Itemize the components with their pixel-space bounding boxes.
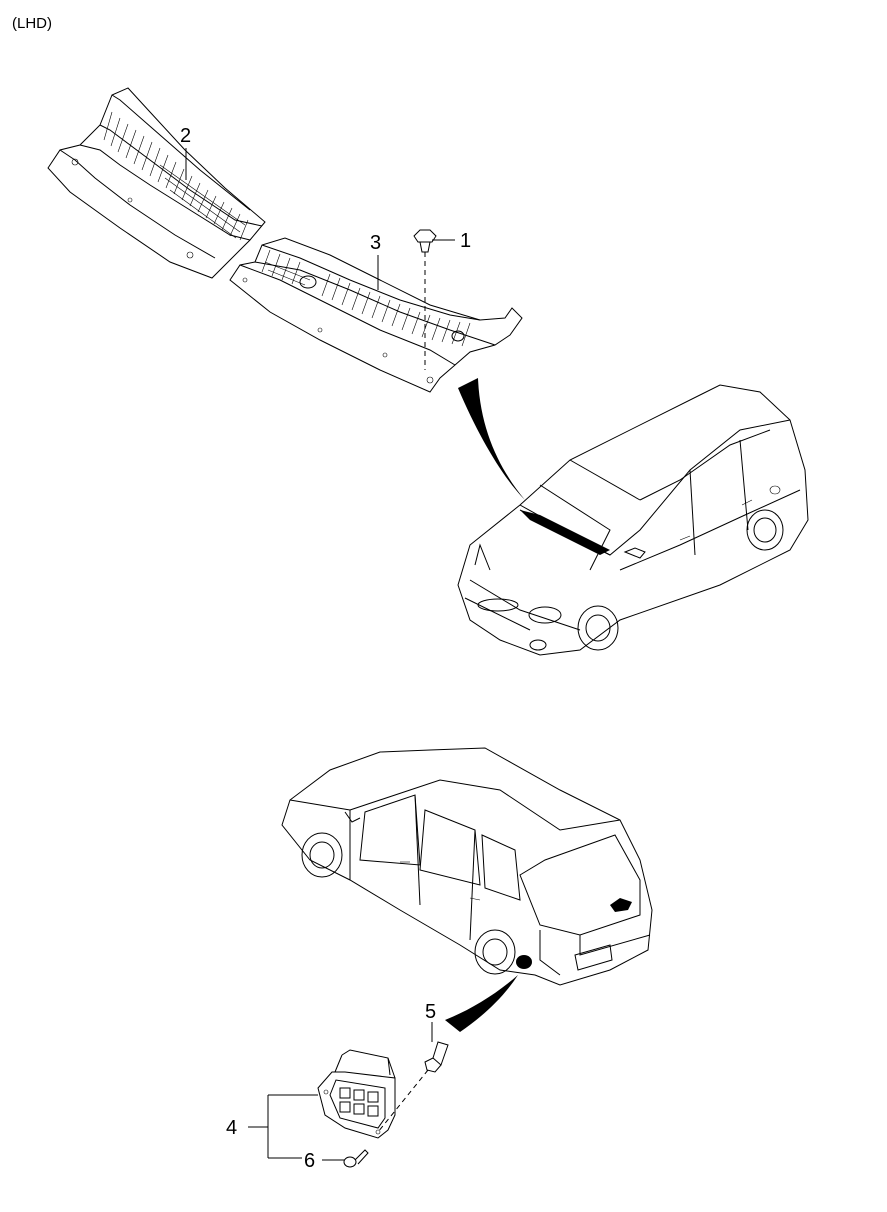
variant-label: (LHD) (12, 15, 52, 32)
screw-part-6 (343, 1149, 369, 1168)
rear-van-view (281, 747, 653, 986)
callout-bracket-4-6: 4 6 (226, 1094, 345, 1172)
callout-5-label: 5 (425, 1001, 436, 1023)
callout-6-label: 6 (304, 1150, 315, 1172)
callout-2: 2 (180, 125, 191, 180)
callout-2-label: 2 (180, 125, 191, 147)
front-arrow (458, 378, 525, 500)
callout-5: 5 (425, 1001, 436, 1042)
clip-part-5 (377, 1041, 449, 1133)
rear-arrow (445, 975, 518, 1032)
clip-part-1 (413, 229, 437, 370)
callout-3-label: 3 (370, 232, 381, 254)
front-van-view (457, 384, 809, 656)
callout-1: 1 (432, 230, 471, 252)
callout-4-label: 4 (226, 1117, 237, 1139)
cowl-cover-right (229, 237, 523, 393)
callout-3: 3 (370, 232, 381, 290)
cowl-cover-left (47, 87, 266, 279)
air-extractor-grille (317, 1049, 396, 1139)
callout-1-label: 1 (460, 230, 471, 252)
